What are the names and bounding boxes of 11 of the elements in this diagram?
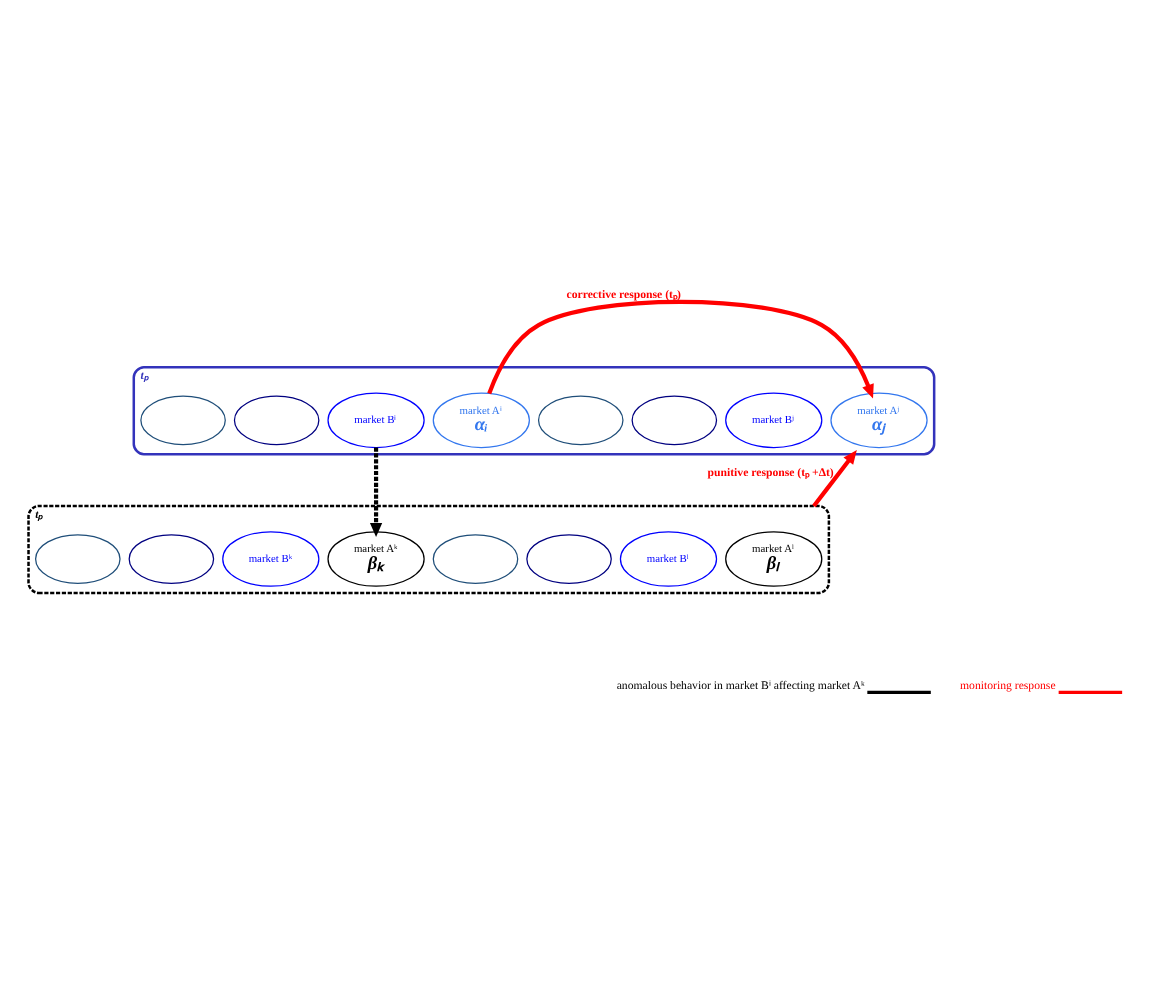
arrow <box>369 447 383 538</box>
node-ellipse <box>128 534 215 584</box>
node-ellipse <box>140 395 226 446</box>
node-ellipse <box>35 534 121 584</box>
arrow <box>812 450 857 508</box>
arrow <box>487 299 874 399</box>
node-ellipse <box>432 534 519 584</box>
node-ellipse <box>537 395 624 446</box>
node-ellipse <box>631 395 718 446</box>
node-ellipse <box>526 534 612 584</box>
node-ellipse <box>233 395 320 446</box>
